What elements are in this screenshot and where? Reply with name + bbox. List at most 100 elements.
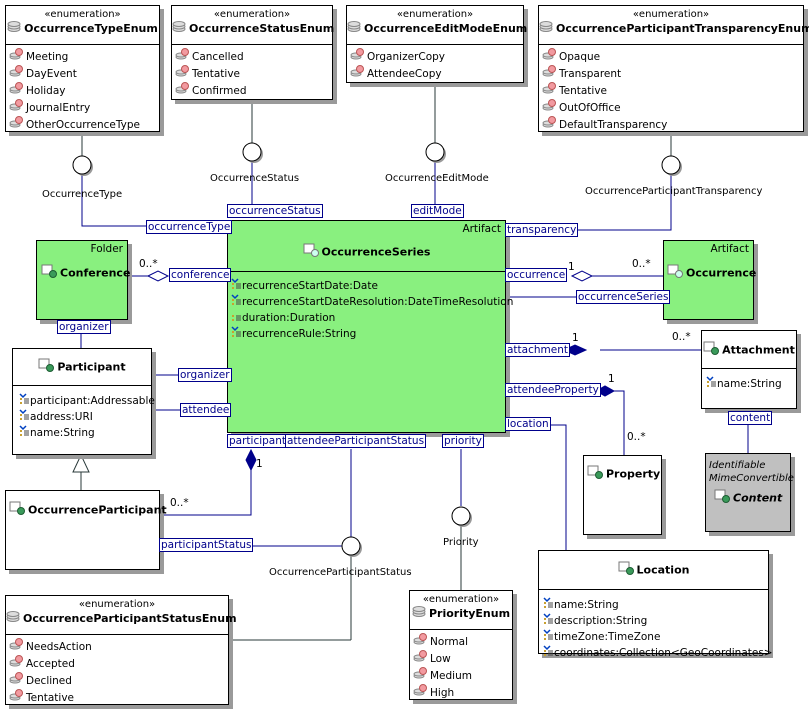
class-content[interactable]: Identifiable MimeConvertible Content bbox=[705, 453, 794, 532]
enum-literal[interactable]: Tentative bbox=[175, 65, 330, 82]
class-occurrence-participant[interactable]: OccurrenceParticipant bbox=[5, 490, 167, 570]
class-attribute[interactable]: coordinates:Collection<GeoCoordinates> bbox=[543, 645, 773, 661]
class-icon bbox=[41, 264, 57, 283]
class-name: OccurrenceSeries bbox=[321, 245, 431, 259]
enum-literal[interactable]: Tentative bbox=[542, 82, 801, 99]
literal-icon bbox=[9, 116, 23, 133]
enum-literal[interactable]: High bbox=[413, 684, 510, 701]
link-transparency bbox=[572, 175, 672, 231]
class-location[interactable]: Location name:String description:String … bbox=[538, 550, 773, 659]
role-attendee-property[interactable]: attendeeProperty bbox=[505, 383, 601, 397]
enum-literal[interactable]: JournalEntry bbox=[9, 99, 157, 116]
enum-occurrence-edit-mode[interactable]: «enumeration» OccurrenceEditModeEnum Org… bbox=[346, 5, 527, 84]
enum-priority[interactable]: «enumeration» PriorityEnum Normal Low Me… bbox=[409, 590, 513, 700]
class-attribute[interactable]: recurrenceStartDateResolution:DateTimeRe… bbox=[231, 294, 513, 310]
enum-literal[interactable]: Holiday bbox=[9, 82, 157, 99]
attribute-icon bbox=[231, 278, 241, 294]
role-organizer-top[interactable]: organizer bbox=[57, 320, 111, 334]
role-conference[interactable]: conference bbox=[169, 268, 232, 282]
interface-label-priority: Priority bbox=[443, 537, 479, 548]
enum-literal[interactable]: OtherOccurrenceType bbox=[9, 116, 157, 133]
class-icon bbox=[667, 264, 683, 283]
class-attribute[interactable]: participant:Addressable bbox=[19, 393, 155, 409]
enum-literal[interactable]: Normal bbox=[413, 633, 510, 650]
generalization-arrow bbox=[72, 453, 90, 473]
stereotype: «enumeration» bbox=[213, 9, 291, 20]
attribute-list: name:String bbox=[702, 369, 796, 394]
literal-list: OrganizerCopy AttendeeCopy bbox=[347, 45, 523, 84]
enum-literal[interactable]: OutOfOffice bbox=[542, 99, 801, 116]
role-organizer[interactable]: organizer bbox=[178, 368, 232, 382]
enum-literal[interactable]: NeedsAction bbox=[9, 638, 226, 655]
role-occurrence[interactable]: occurrence bbox=[505, 268, 568, 282]
enum-occurrence-status[interactable]: «enumeration» OccurrenceStatusEnum Cance… bbox=[171, 5, 334, 100]
role-transparency[interactable]: transparency bbox=[505, 223, 579, 237]
literal-icon bbox=[9, 99, 23, 116]
role-participant[interactable]: participant bbox=[227, 434, 289, 448]
link-property bbox=[614, 390, 625, 455]
enum-occurrence-participant-transparency[interactable]: «enumeration» OccurrenceParticipantTrans… bbox=[538, 5, 809, 133]
attribute-icon bbox=[231, 310, 241, 326]
role-attachment[interactable]: attachment bbox=[505, 343, 570, 357]
enum-literal[interactable]: Declined bbox=[9, 672, 226, 689]
role-occurrence-series[interactable]: occurrenceSeries bbox=[576, 290, 671, 304]
enum-literal[interactable]: OrganizerCopy bbox=[350, 48, 521, 65]
enum-literal[interactable]: Low bbox=[413, 650, 510, 667]
role-attendee-participant-status[interactable]: attendeeParticipantStatus bbox=[285, 434, 427, 448]
class-attribute[interactable]: name:String bbox=[706, 376, 794, 392]
enum-name: OccurrenceParticipantTransparencyEnum bbox=[556, 22, 809, 35]
class-occurrence[interactable]: Artifact Occurrence bbox=[663, 240, 756, 320]
enum-literal[interactable]: Meeting bbox=[9, 48, 157, 65]
attribute-icon bbox=[543, 597, 553, 613]
role-participant-status[interactable]: participantStatus bbox=[159, 538, 254, 552]
class-attribute[interactable]: name:String bbox=[543, 597, 766, 613]
literal-list: Meeting DayEvent Holiday JournalEntry Ot… bbox=[6, 45, 159, 135]
attribute-icon bbox=[543, 613, 553, 629]
enum-occurrence-type[interactable]: «enumeration» OccurrenceTypeEnum Meeting… bbox=[5, 5, 160, 132]
role-occurrence-type[interactable]: occurrenceType bbox=[146, 220, 233, 234]
class-attribute[interactable]: description:String bbox=[543, 613, 766, 629]
role-priority[interactable]: priority bbox=[442, 434, 484, 448]
interface-label-occurrence-status: OccurrenceStatus bbox=[210, 173, 300, 184]
enum-literal[interactable]: AttendeeCopy bbox=[350, 65, 521, 82]
literal-icon bbox=[9, 48, 23, 65]
enum-occurrence-participant-status[interactable]: «enumeration» OccurrenceParticipantStatu… bbox=[5, 595, 237, 706]
class-name: Property bbox=[606, 467, 661, 481]
class-conference[interactable]: Folder Conference bbox=[36, 240, 130, 320]
stereotype: «enumeration» bbox=[422, 594, 500, 605]
class-attribute[interactable]: address:URI bbox=[19, 409, 149, 425]
enum-literal[interactable]: Accepted bbox=[9, 655, 226, 672]
multiplicity-attachment-one: 1 bbox=[572, 332, 579, 344]
class-name: OccurrenceParticipant bbox=[28, 503, 167, 517]
class-attribute[interactable]: recurrenceRule:String bbox=[231, 326, 503, 342]
class-participant[interactable]: Participant participant:Addressable addr… bbox=[12, 348, 155, 455]
role-edit-mode[interactable]: editMode bbox=[411, 204, 464, 218]
role-location[interactable]: location bbox=[505, 417, 551, 431]
role-content[interactable]: content bbox=[728, 411, 773, 425]
class-attribute[interactable]: timeZone:TimeZone bbox=[543, 629, 766, 645]
class-property[interactable]: Property bbox=[583, 455, 662, 535]
enum-literal[interactable]: Cancelled bbox=[175, 48, 330, 65]
class-attachment[interactable]: Attachment name:String bbox=[701, 330, 797, 409]
enum-literal[interactable]: Confirmed bbox=[175, 82, 330, 99]
class-attribute[interactable]: recurrenceStartDate:Date bbox=[231, 278, 503, 294]
class-attribute[interactable]: name:String bbox=[19, 425, 149, 441]
role-occurrence-status[interactable]: occurrenceStatus bbox=[227, 204, 323, 218]
lollipop-participant-status bbox=[341, 536, 361, 556]
lollipop-transparency bbox=[661, 155, 681, 175]
class-name: Content bbox=[733, 491, 783, 505]
enum-literal[interactable]: DefaultTransparency bbox=[542, 116, 801, 133]
enum-literal[interactable]: Tentative bbox=[9, 689, 226, 706]
role-attendee[interactable]: attendee bbox=[180, 403, 232, 417]
enumeration-icon bbox=[7, 21, 21, 37]
literal-icon bbox=[542, 65, 556, 82]
enum-literal[interactable]: Opaque bbox=[542, 48, 801, 65]
enum-literal[interactable]: Transparent bbox=[542, 65, 801, 82]
multiplicity-participant-many: 0..* bbox=[170, 497, 189, 509]
enum-literal[interactable]: DayEvent bbox=[9, 65, 157, 82]
enumeration-icon bbox=[539, 21, 553, 37]
enum-literal[interactable]: Medium bbox=[413, 667, 510, 684]
class-occurrence-series[interactable]: Artifact OccurrenceSeries recurrenceStar… bbox=[227, 220, 513, 433]
class-attribute[interactable]: duration:Duration bbox=[231, 310, 503, 326]
interface-label-occurrence-edit-mode: OccurrenceEditMode bbox=[385, 173, 489, 184]
